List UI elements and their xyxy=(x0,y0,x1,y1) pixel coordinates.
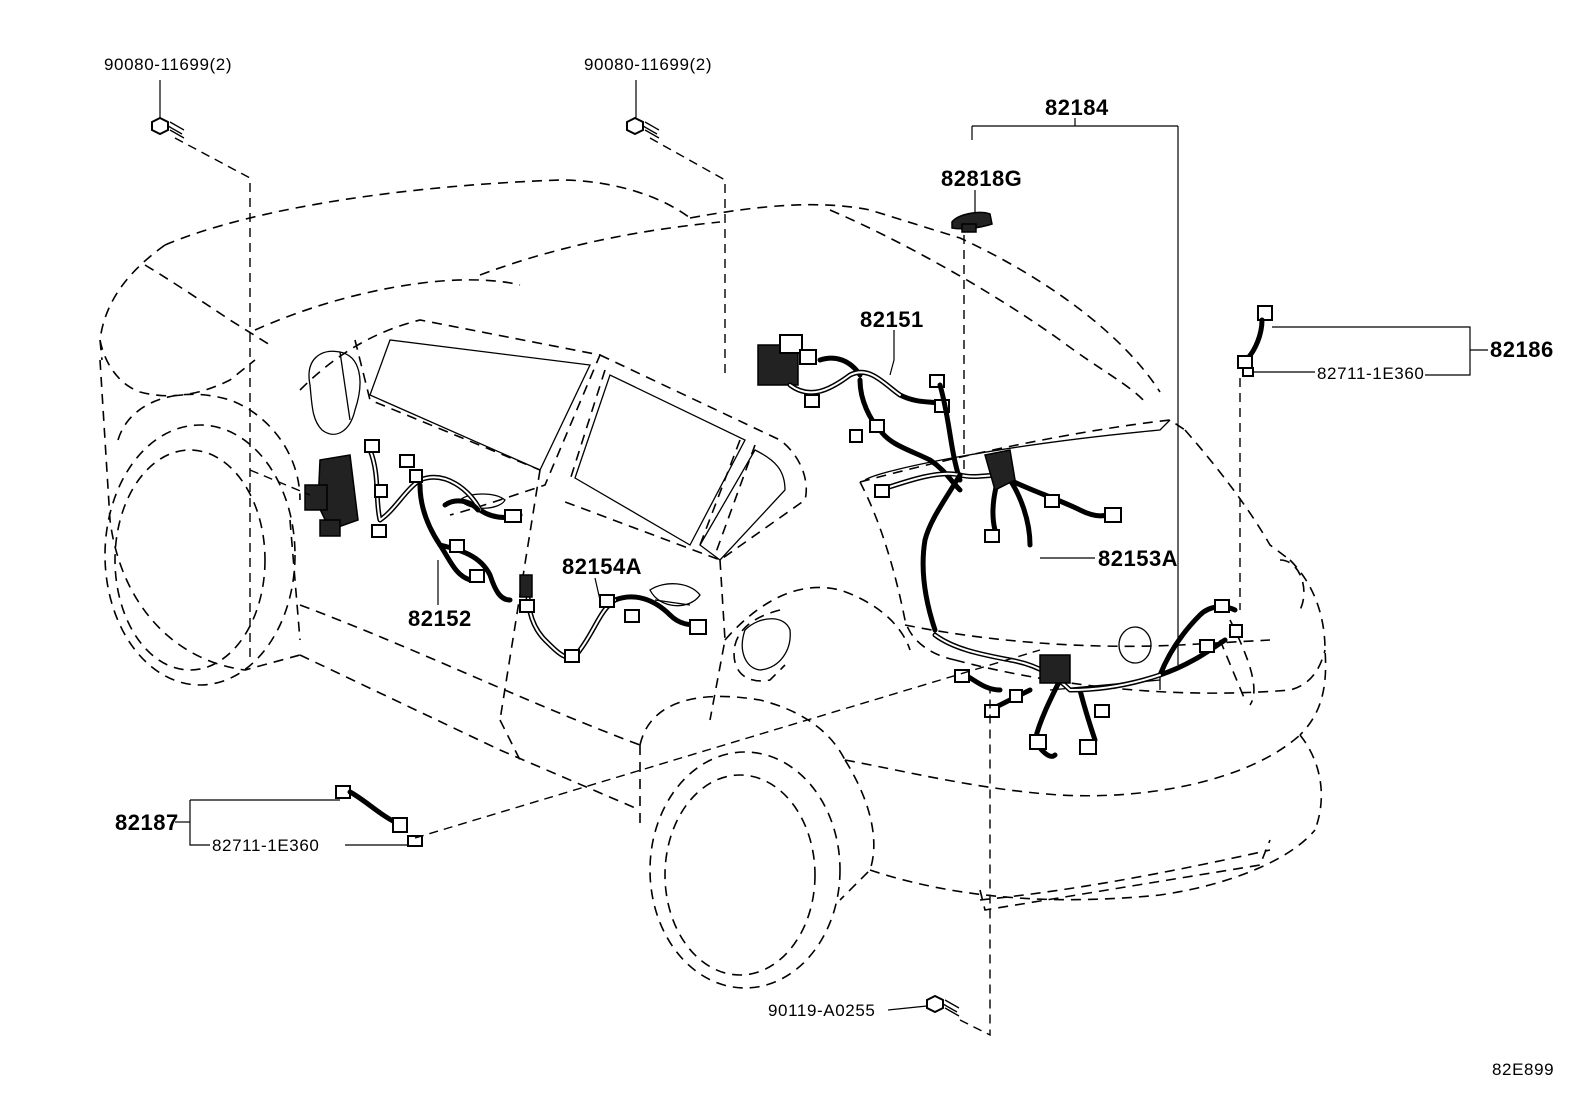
label-82711-left: 82711-1E360 xyxy=(212,836,319,855)
harness-82152 xyxy=(304,439,523,603)
label-82152: 82152 xyxy=(408,606,472,631)
label-82187: 82187 xyxy=(115,810,179,835)
bolt-bottom xyxy=(926,994,960,1017)
label-82151: 82151 xyxy=(860,307,924,332)
vehicle-body-outline xyxy=(99,179,1327,989)
harness-82154a xyxy=(519,574,707,663)
subharness-82187 xyxy=(335,785,423,847)
harness-82153a xyxy=(874,449,1122,633)
clip-82818g xyxy=(951,211,993,233)
dashed-leaders xyxy=(174,137,1241,1037)
wiring-harnesses xyxy=(304,334,1243,759)
part-labels: 90080-11699(2) 90080-11699(2) 82184 8281… xyxy=(104,55,1554,1079)
label-bolt-bottom: 90119-A0255 xyxy=(768,1001,875,1020)
bolt-center xyxy=(626,116,660,139)
label-82186: 82186 xyxy=(1490,337,1554,362)
label-leaders xyxy=(159,80,1488,1011)
bolt-left xyxy=(151,116,185,139)
label-82153a: 82153A xyxy=(1098,546,1178,571)
label-bolt-center: 90080-11699(2) xyxy=(584,55,712,74)
harness-82184 xyxy=(932,599,1243,759)
vehicle-solid-details xyxy=(308,339,1171,691)
harness-82151 xyxy=(757,334,963,493)
subharness-82186 xyxy=(1237,305,1273,377)
label-82154a: 82154A xyxy=(562,554,642,579)
figure-code: 82E899 xyxy=(1492,1060,1554,1079)
label-82184: 82184 xyxy=(1045,95,1109,120)
label-bolt-left: 90080-11699(2) xyxy=(104,55,232,74)
label-82711-right: 82711-1E360 xyxy=(1317,364,1424,383)
label-82818g: 82818G xyxy=(941,166,1022,191)
